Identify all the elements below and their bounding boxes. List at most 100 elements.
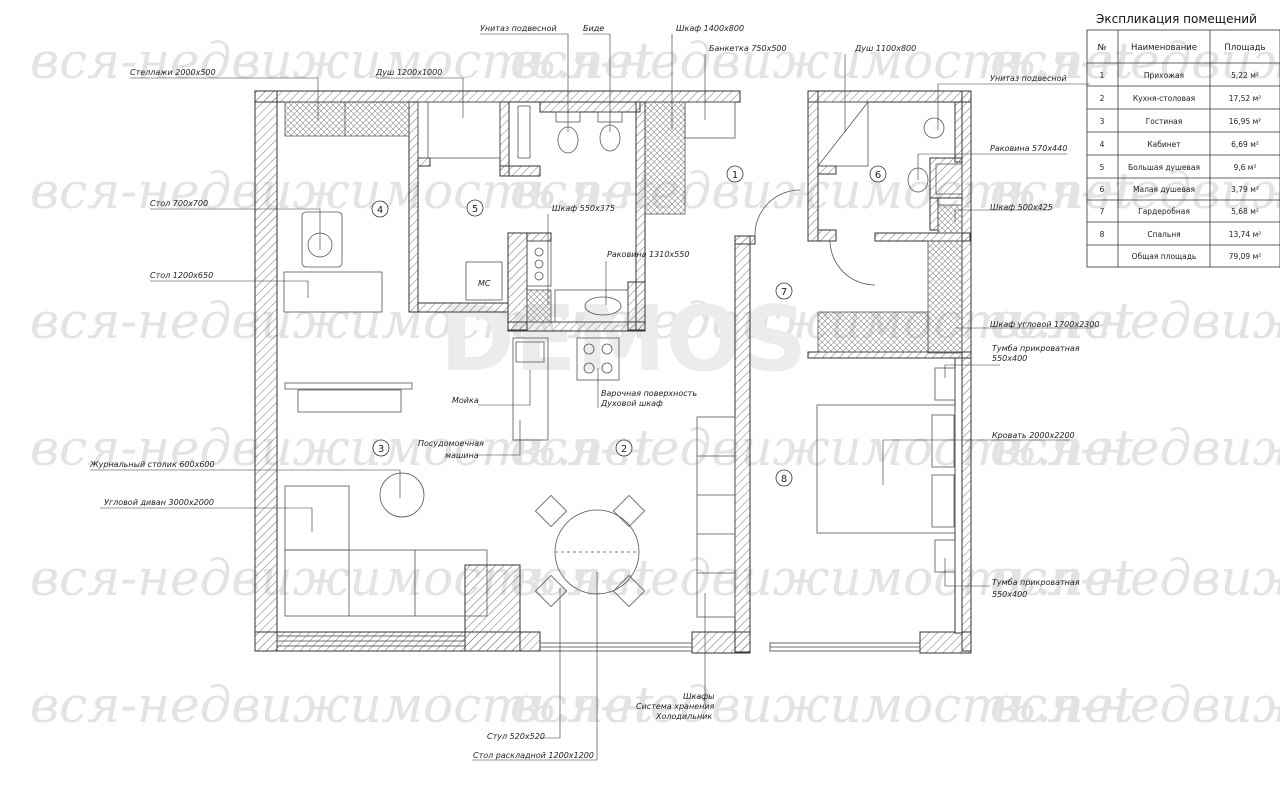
label-sink-1: Раковина 1310x550 — [607, 250, 689, 259]
label-cabinet-1: Шкаф 1400x800 — [676, 24, 744, 33]
label-dining-table: Стол раскладной 1200x1200 — [473, 751, 594, 760]
room-marker-1: 1 — [726, 165, 744, 183]
room-marker-7: 7 — [775, 282, 793, 300]
watermark-text: вся-недвижимость.net — [30, 32, 655, 90]
label-chair: Стул 520x520 — [487, 732, 545, 741]
svg-text:6: 6 — [875, 170, 881, 181]
label-washer: Мойка — [452, 396, 479, 405]
label-desk-1: Стол 700x700 — [150, 199, 208, 208]
watermark-text: вся-недвижимость.net — [990, 419, 1280, 477]
svg-text:9,6 м²: 9,6 м² — [1234, 163, 1257, 172]
label-nightstand-1: Тумба прикроватная — [992, 344, 1080, 353]
label-dishwasher: Посудомоечная — [418, 439, 484, 448]
label-mc: МС — [478, 279, 491, 288]
svg-text:4: 4 — [377, 205, 383, 216]
svg-text:7: 7 — [781, 287, 787, 298]
svg-text:Гардеробная: Гардеробная — [1138, 207, 1190, 216]
svg-text:Кухня-столовая: Кухня-столовая — [1133, 94, 1195, 103]
label-racks: Стеллажи 2000x500 — [130, 68, 216, 77]
watermark-text: вся-недвижимость.net — [30, 676, 655, 734]
room-marker-5: 5 — [466, 199, 484, 217]
svg-text:Кабинет: Кабинет — [1147, 140, 1181, 149]
svg-text:4: 4 — [1100, 140, 1105, 149]
svg-text:79,09 м²: 79,09 м² — [1229, 252, 1262, 261]
label-toilet-1: Унитаз подвесной — [480, 24, 557, 33]
svg-text:5,68 м²: 5,68 м² — [1231, 207, 1259, 216]
svg-text:2: 2 — [1100, 94, 1105, 103]
label-bench: Банкетка 750x500 — [709, 44, 787, 53]
svg-text:Спальня: Спальня — [1147, 230, 1180, 239]
watermark-text: вся-недвижимость.net — [510, 419, 1135, 477]
label-sofa: Угловой диван 3000x2000 — [104, 498, 214, 507]
furniture — [283, 101, 963, 618]
label-desk-2: Стол 1200x650 — [150, 271, 213, 280]
label-storage-3: Холодильник — [655, 712, 712, 721]
watermark-text: вся-недвижимость.net — [990, 549, 1280, 607]
svg-text:Общая площадь: Общая площадь — [1132, 252, 1197, 261]
svg-text:Большая душевая: Большая душевая — [1128, 163, 1200, 172]
label-cabinet-3: Шкаф 500x425 — [990, 203, 1053, 212]
label-wardrobe: Шкаф угловой 1700x2300 — [990, 320, 1099, 329]
label-oven: Духовой шкаф — [600, 399, 663, 408]
label-storage-2: Система хранения — [636, 702, 715, 711]
room-marker-6: 6 — [869, 165, 887, 183]
watermark-text: вся-недвижимость.net — [30, 549, 655, 607]
windows — [276, 635, 921, 652]
svg-text:8: 8 — [781, 474, 787, 485]
label-sink-2: Раковина 570x440 — [990, 144, 1067, 153]
svg-text:1: 1 — [1100, 71, 1105, 80]
svg-text:8: 8 — [1100, 230, 1105, 239]
label-dishwasher-2: машина — [445, 451, 479, 460]
label-storage-1: Шкафы — [683, 692, 714, 701]
room-marker-4: 4 — [371, 200, 389, 218]
svg-text:5: 5 — [1100, 163, 1105, 172]
svg-text:№: № — [1098, 43, 1107, 53]
svg-text:13,74 м²: 13,74 м² — [1229, 230, 1262, 239]
watermark-text: вся-недвижимость.net — [510, 676, 1135, 734]
svg-text:3,79 м²: 3,79 м² — [1231, 185, 1259, 194]
watermark-text: вся-недвижимость.net — [510, 32, 1135, 90]
explication-table: Экспликация помещений № Наименование Пло… — [1086, 12, 1280, 268]
watermark-text: вся-недвижимость.net — [510, 549, 1135, 607]
svg-text:Прихожая: Прихожая — [1144, 71, 1184, 80]
watermark-text: вся-недвижимость.net — [30, 419, 655, 477]
svg-text:17,52 м²: 17,52 м² — [1229, 94, 1262, 103]
room-markers: 1 2 3 4 5 6 7 8 — [371, 165, 887, 487]
label-coffee-table: Журнальный столик 600x600 — [89, 460, 215, 469]
room-marker-2: 2 — [615, 439, 633, 457]
label-nightstand-1-size: 550x400 — [992, 354, 1027, 363]
label-bed: Кровать 2000x2200 — [992, 431, 1075, 440]
svg-text:2: 2 — [621, 444, 627, 455]
watermark-text: вся-недвижимость.net — [990, 162, 1280, 220]
svg-text:1: 1 — [732, 170, 738, 181]
label-nightstand-2: Тумба прикроватная — [992, 578, 1080, 587]
annotation-labels: Стеллажи 2000x500 Душ 1200x1000 Унитаз п… — [89, 24, 1099, 760]
svg-text:Площадь: Площадь — [1224, 43, 1265, 53]
svg-text:3: 3 — [378, 444, 384, 455]
svg-text:16,95 м²: 16,95 м² — [1229, 117, 1262, 126]
watermark-text: вся-недвижимость.net — [990, 32, 1280, 90]
svg-text:Гостиная: Гостиная — [1146, 117, 1183, 126]
svg-text:Малая душевая: Малая душевая — [1133, 185, 1195, 194]
label-shower-small: Душ 1100x800 — [854, 44, 916, 53]
watermark-text: вся-недвижимость.net — [990, 292, 1280, 350]
label-nightstand-2-size: 550x400 — [992, 590, 1027, 599]
leader-lines — [90, 33, 1095, 761]
room-marker-8: 8 — [775, 469, 793, 487]
watermark-text: вся-недвижимость.net — [30, 162, 655, 220]
svg-text:6,69 м²: 6,69 м² — [1231, 140, 1259, 149]
label-toilet-2: Унитаз подвесной — [990, 74, 1067, 83]
room-marker-3: 3 — [372, 439, 390, 457]
svg-text:7: 7 — [1100, 207, 1105, 216]
svg-text:Наименование: Наименование — [1131, 43, 1197, 53]
label-bidet: Биде — [583, 24, 604, 33]
explication-title: Экспликация помещений — [1096, 12, 1257, 26]
label-shower-big: Душ 1200x1000 — [375, 68, 442, 77]
svg-text:3: 3 — [1100, 117, 1105, 126]
svg-text:5: 5 — [472, 204, 478, 215]
svg-text:6: 6 — [1100, 185, 1105, 194]
label-hob: Варочная поверхность — [601, 389, 697, 398]
label-cabinet-2: Шкаф 550x375 — [552, 204, 615, 213]
watermark-text: вся-недвижимость.net — [990, 676, 1280, 734]
